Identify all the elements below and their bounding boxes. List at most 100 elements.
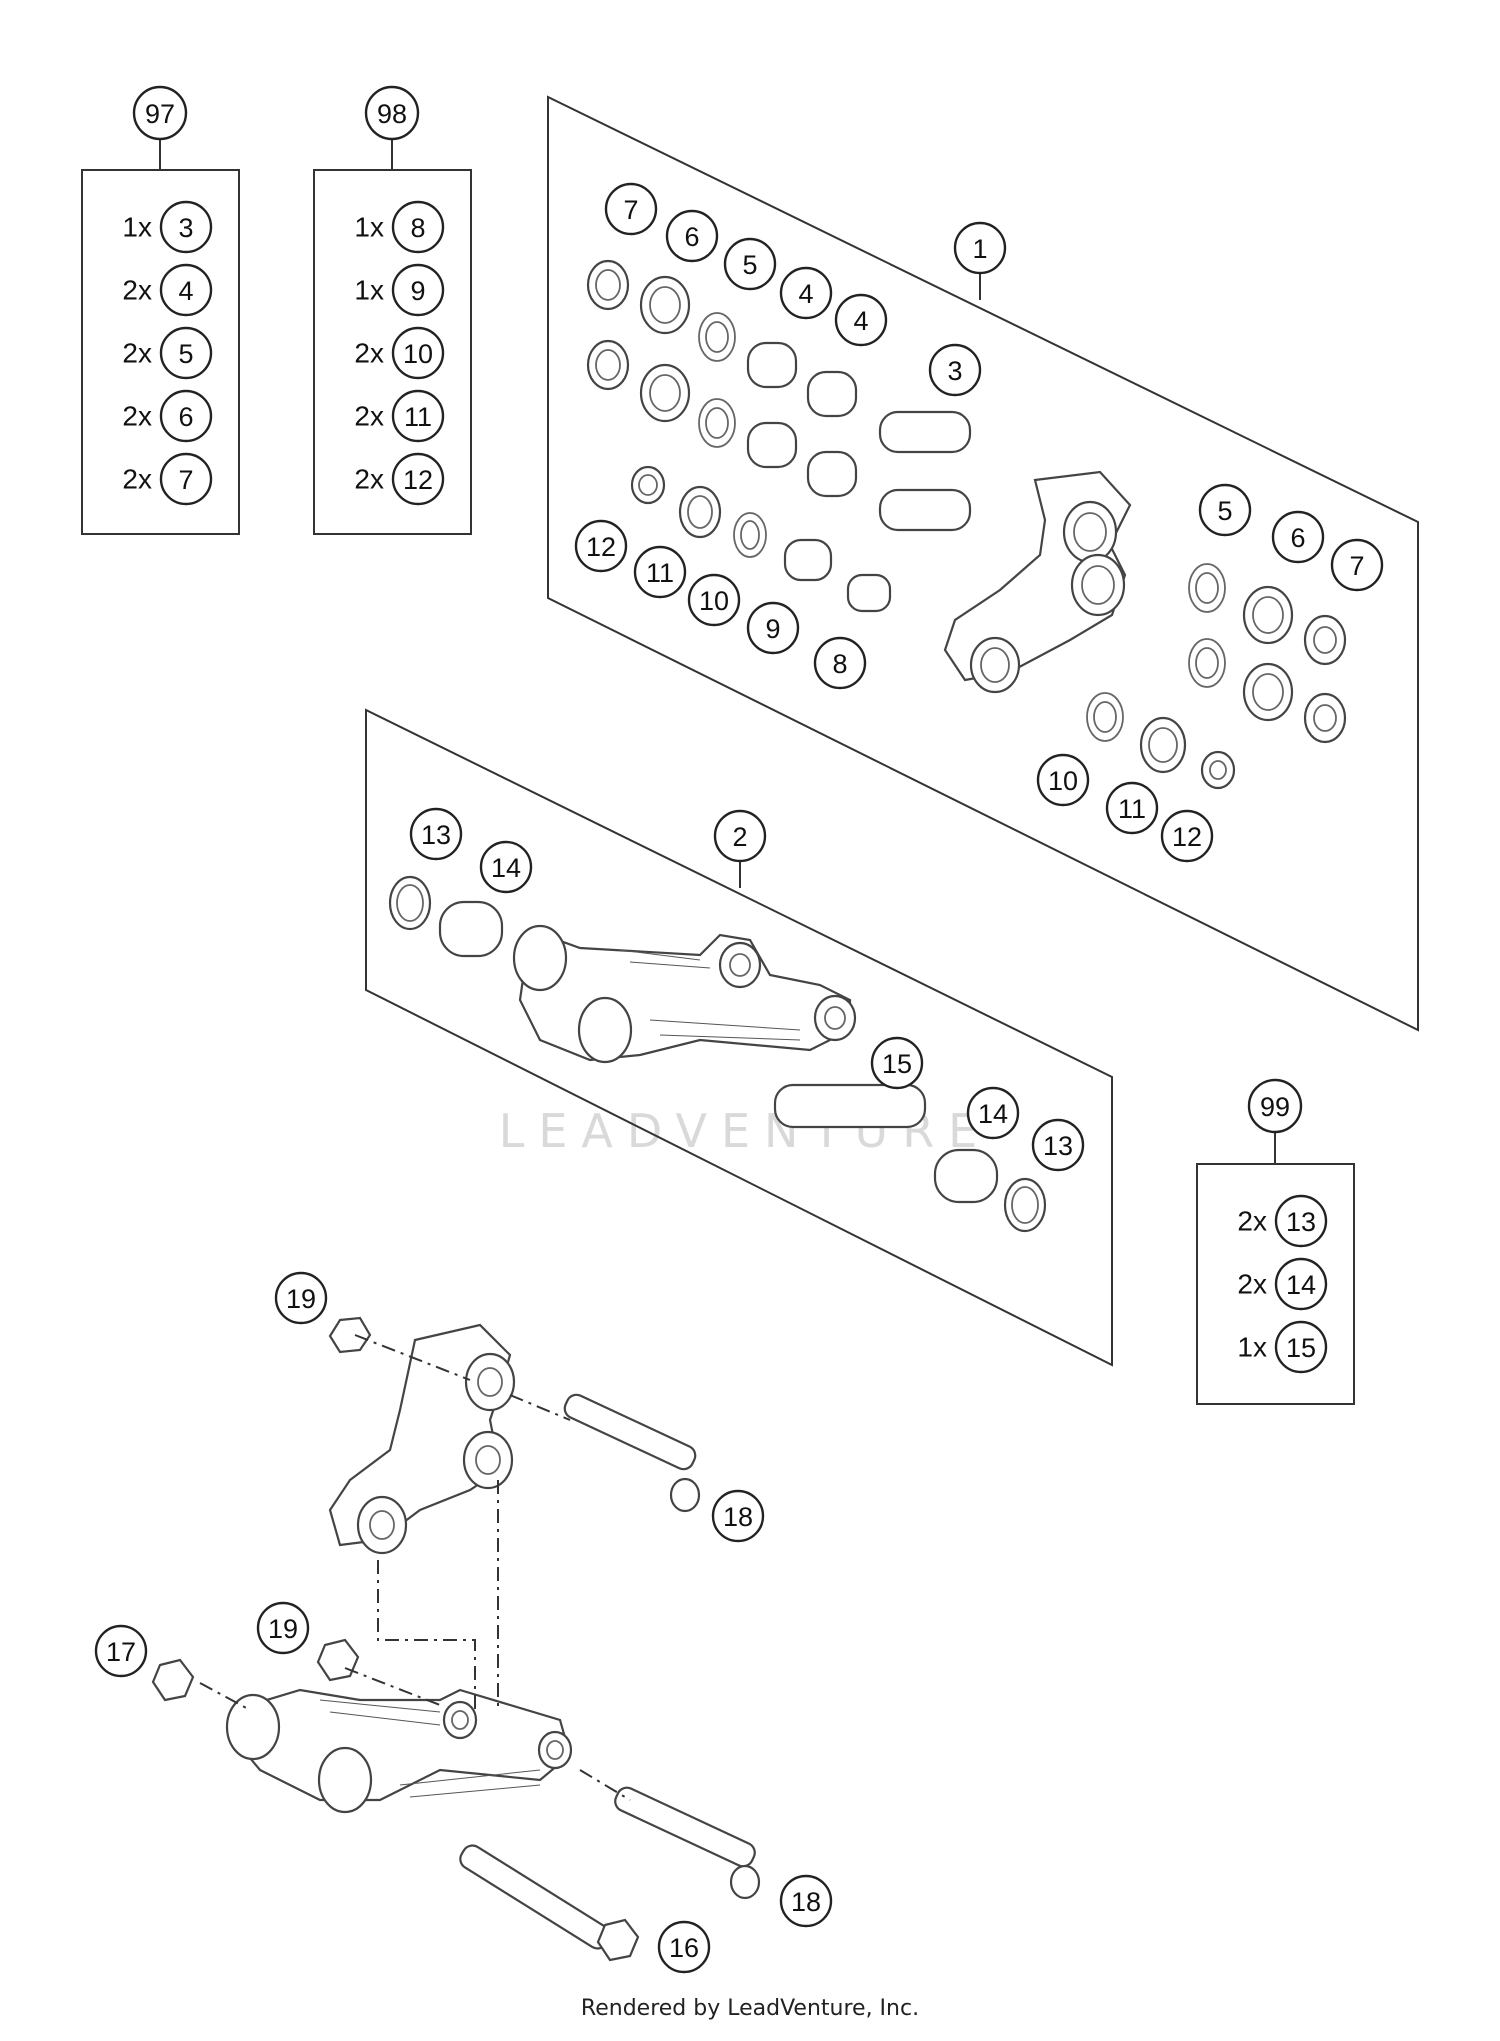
svg-text:3: 3 <box>947 356 962 386</box>
callout-part-1: 1 <box>953 221 1007 275</box>
callout-part-18: 18 <box>779 1874 833 1928</box>
kit-number-97: 97 <box>132 85 188 141</box>
callout-part-16: 16 <box>657 1920 711 1974</box>
callout-part-14: 14 <box>479 840 533 894</box>
svg-text:16: 16 <box>669 1933 699 1963</box>
callout-part-9: 9 <box>746 601 800 655</box>
panel1-left-parts <box>586 259 972 613</box>
kit-97-qty: 2x <box>122 275 152 306</box>
svg-text:14: 14 <box>978 1099 1008 1129</box>
callout-part-18: 18 <box>711 1489 765 1543</box>
callout-part-15: 15 <box>870 1036 924 1090</box>
svg-text:18: 18 <box>723 1502 753 1532</box>
kit-number-99: 99 <box>1247 1078 1303 1134</box>
kit-98-qty: 2x <box>354 464 384 495</box>
svg-text:10: 10 <box>699 586 729 616</box>
svg-text:13: 13 <box>1043 1131 1073 1161</box>
callout-part-5: 5 <box>1198 483 1252 537</box>
svg-text:5: 5 <box>178 339 193 369</box>
kit-98-qty: 2x <box>354 401 384 432</box>
callout-part-13: 13 <box>1031 1118 1085 1172</box>
svg-text:6: 6 <box>1290 523 1305 553</box>
svg-text:97: 97 <box>145 99 175 129</box>
svg-text:17: 17 <box>106 1637 136 1667</box>
kit-98-ref: 10 <box>391 326 445 380</box>
callout-part-19: 19 <box>274 1271 328 1325</box>
kit-99-qty: 2x <box>1237 1269 1267 1300</box>
kit-99-ref: 14 <box>1274 1257 1328 1311</box>
svg-text:4: 4 <box>798 279 813 309</box>
svg-text:9: 9 <box>410 276 425 306</box>
svg-text:7: 7 <box>1349 551 1364 581</box>
kit-98-qty: 2x <box>354 338 384 369</box>
svg-text:19: 19 <box>268 1614 298 1644</box>
svg-text:11: 11 <box>646 558 674 588</box>
callout-part-17: 17 <box>94 1624 148 1678</box>
svg-text:11: 11 <box>1118 794 1146 824</box>
svg-text:10: 10 <box>1048 766 1078 796</box>
callout-part-14: 14 <box>966 1086 1020 1140</box>
kit-98-ref: 9 <box>391 263 445 317</box>
callout-part-7: 7 <box>604 182 658 236</box>
svg-text:18: 18 <box>791 1887 821 1917</box>
svg-text:14: 14 <box>1286 1270 1316 1300</box>
kit-97-qty: 1x <box>122 212 152 243</box>
callout-part-10: 10 <box>1036 753 1090 807</box>
kit-number-98: 98 <box>364 85 420 141</box>
callout-part-6: 6 <box>1271 510 1325 564</box>
kit-98-ref: 12 <box>391 452 445 506</box>
callout-part-13: 13 <box>409 807 463 861</box>
kit-98-ref: 8 <box>391 200 445 254</box>
kit-97-ref: 5 <box>159 326 213 380</box>
svg-text:13: 13 <box>421 820 451 850</box>
kit-99-ref: 15 <box>1274 1320 1328 1374</box>
kit-99-qty: 1x <box>1237 1332 1267 1363</box>
svg-text:12: 12 <box>403 465 433 495</box>
svg-text:19: 19 <box>286 1284 316 1314</box>
rocker-arm <box>943 470 1132 694</box>
kit-97-ref: 3 <box>159 200 213 254</box>
callout-part-11: 11 <box>1105 781 1159 835</box>
svg-text:5: 5 <box>1217 496 1232 526</box>
callout-part-19: 19 <box>256 1601 310 1655</box>
svg-text:15: 15 <box>1286 1333 1316 1363</box>
svg-text:8: 8 <box>832 649 847 679</box>
svg-text:10: 10 <box>403 339 433 369</box>
svg-text:14: 14 <box>491 853 521 883</box>
kit-99-ref: 13 <box>1274 1194 1328 1248</box>
callout-part-10: 10 <box>687 573 741 627</box>
kit-97-ref: 7 <box>159 452 213 506</box>
callout-part-5: 5 <box>723 237 777 291</box>
svg-text:7: 7 <box>623 195 638 225</box>
panel2-parts <box>388 875 1047 1233</box>
kit-box-99 <box>1196 1163 1355 1405</box>
callout-part-11: 11 <box>633 545 687 599</box>
svg-text:7: 7 <box>178 465 193 495</box>
svg-text:9: 9 <box>765 614 780 644</box>
kit-97-qty: 2x <box>122 338 152 369</box>
kit-97-qty: 2x <box>122 401 152 432</box>
svg-text:6: 6 <box>684 222 699 252</box>
kit-panel-1 <box>547 95 1419 1032</box>
svg-text:12: 12 <box>1172 822 1202 852</box>
kit-97-qty: 2x <box>122 464 152 495</box>
svg-text:6: 6 <box>178 402 193 432</box>
kit-97-ref: 4 <box>159 263 213 317</box>
kit-97-ref: 6 <box>159 389 213 443</box>
callout-part-4: 4 <box>834 293 888 347</box>
callout-part-12: 12 <box>574 519 628 573</box>
svg-text:8: 8 <box>410 213 425 243</box>
svg-text:4: 4 <box>853 306 868 336</box>
svg-text:5: 5 <box>742 250 757 280</box>
kit-98-qty: 1x <box>354 275 384 306</box>
svg-text:15: 15 <box>882 1049 912 1079</box>
callout-part-2: 2 <box>713 809 767 863</box>
kit-98-ref: 11 <box>391 389 445 443</box>
svg-text:11: 11 <box>404 402 432 432</box>
svg-text:1: 1 <box>972 234 987 264</box>
kit-98-qty: 1x <box>354 212 384 243</box>
svg-text:12: 12 <box>586 532 616 562</box>
svg-text:2: 2 <box>732 822 747 852</box>
panel1-right-parts <box>1086 563 1347 790</box>
